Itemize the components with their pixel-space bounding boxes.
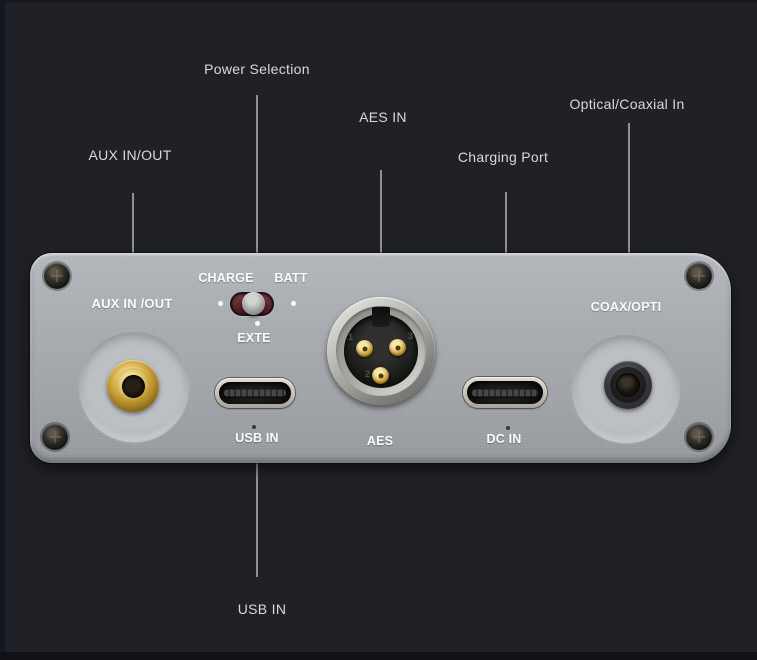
switch-position-dot-left bbox=[218, 301, 223, 306]
leader-line-power-selection bbox=[256, 95, 258, 300]
callout-label-optical-coaxial-in: Optical/Coaxial In bbox=[569, 96, 685, 112]
bottom-border-strip bbox=[0, 652, 757, 660]
panel-label-aux-in-out: AUX IN /OUT bbox=[91, 296, 173, 311]
callout-label-aux-in-out: AUX IN/OUT bbox=[88, 147, 172, 163]
dc-in-tongue bbox=[472, 389, 538, 396]
panel-label-coax-opti: COAX/OPTI bbox=[590, 300, 662, 314]
screw-icon-top-right bbox=[686, 263, 712, 289]
aux-3-5mm-jack bbox=[107, 360, 159, 412]
xlr-pin-1 bbox=[356, 340, 373, 357]
xlr-pin-2 bbox=[372, 367, 389, 384]
optical-jack-ring bbox=[610, 367, 646, 403]
xlr-pin-number-3: 3 bbox=[408, 331, 414, 341]
screw-icon-bottom-left bbox=[42, 424, 68, 450]
aux-jack-inner-ring bbox=[115, 368, 151, 404]
screw-icon-top-left bbox=[44, 263, 70, 289]
usb-c-port-dc-in bbox=[463, 377, 547, 408]
switch-position-dot-right bbox=[291, 301, 296, 306]
switch-label-charge: CHARGE bbox=[198, 271, 254, 285]
panel-label-dc-in: DC IN bbox=[486, 432, 522, 446]
panel-label-usb-in: USB IN bbox=[235, 431, 279, 445]
switch-label-batt: BATT bbox=[274, 271, 308, 285]
xlr-pin-number-1: 1 bbox=[348, 332, 354, 342]
screw-icon-bottom-right bbox=[686, 424, 712, 450]
xlr-pin-3 bbox=[389, 339, 406, 356]
usb-in-tongue bbox=[223, 389, 287, 397]
switch-position-dot-bottom bbox=[255, 321, 260, 326]
switch-label-exte: EXTE bbox=[237, 331, 271, 345]
device-rear-panel: AUX IN /OUT CHARGE BATT EXTE USB IN bbox=[30, 253, 731, 463]
xlr-pin-number-2: 2 bbox=[365, 369, 371, 379]
aux-jack-hole bbox=[121, 374, 145, 398]
panel-label-aes: AES bbox=[366, 434, 394, 448]
power-switch-knob bbox=[242, 292, 265, 315]
leader-line-usb-in bbox=[256, 400, 258, 577]
usb-in-marker-dot bbox=[252, 425, 256, 429]
dc-in-marker-dot bbox=[506, 426, 510, 430]
usb-c-port-usb-in bbox=[215, 378, 295, 408]
callout-label-power-selection: Power Selection bbox=[204, 61, 310, 77]
xlr-latch-notch bbox=[372, 307, 390, 327]
optical-jack-core bbox=[616, 373, 640, 397]
top-border-strip bbox=[0, 0, 757, 3]
optical-coaxial-jack bbox=[604, 361, 652, 409]
callout-label-usb-in: USB IN bbox=[237, 601, 287, 617]
left-border-strip bbox=[0, 0, 5, 660]
xlr-aes-connector: 1 3 2 bbox=[327, 297, 435, 405]
callout-label-charging-port: Charging Port bbox=[457, 149, 549, 165]
callout-label-aes-in: AES IN bbox=[359, 109, 407, 125]
leader-line-optical-coaxial bbox=[628, 123, 630, 375]
